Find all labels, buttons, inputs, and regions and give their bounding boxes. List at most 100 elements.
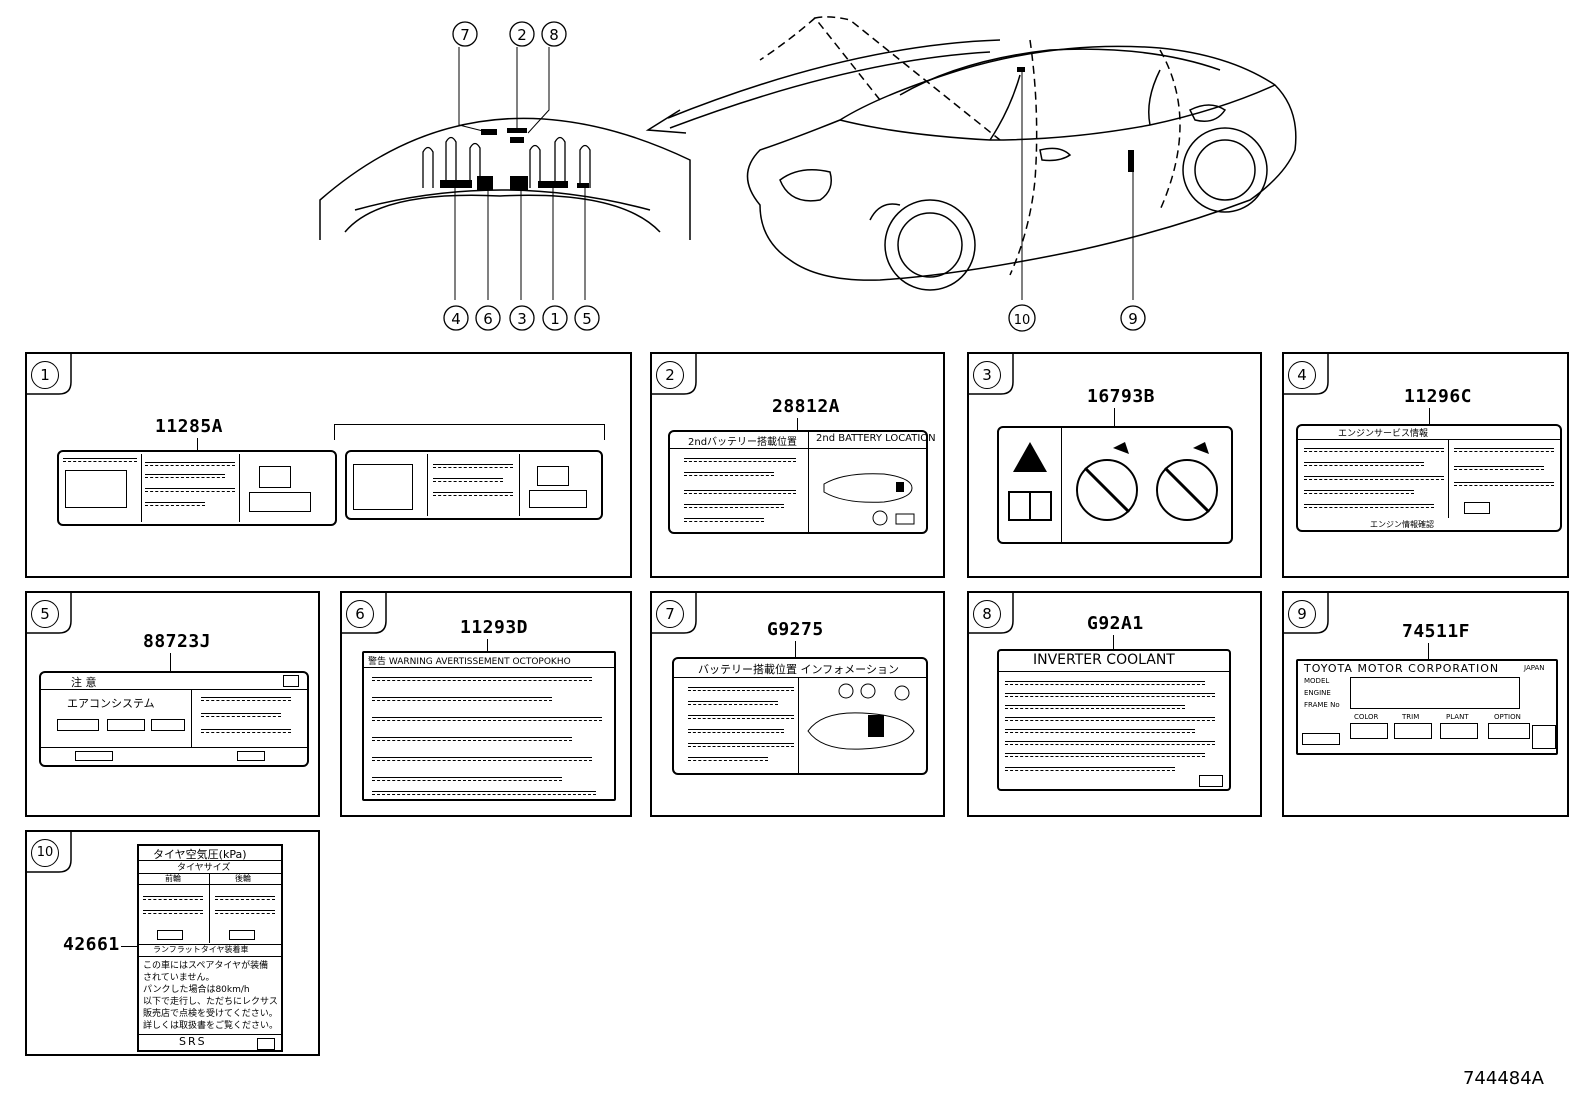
label-title: INVERTER COOLANT: [1033, 652, 1175, 668]
warning-text: 警告 WARNING AVERTISSEMENT OCTOPOKHO: [368, 657, 571, 667]
overview-illustration: 7 2 8 4 6 3 1 5 10 9: [319, 16, 1297, 332]
part-number: 28812A: [772, 396, 841, 417]
label-footer: エンジン情報確認: [1370, 520, 1434, 529]
label-title: タイヤ空気圧(kPa): [153, 848, 247, 861]
label-title: バッテリー搭載位置 インフォメーション: [698, 663, 899, 676]
note-line-1: この車にはスペアタイヤが装備: [143, 961, 269, 971]
srs-text: SRS: [179, 1035, 207, 1048]
label-title-jp: 2ndバッテリー搭載位置: [688, 437, 798, 448]
maker-text: TOYOTA MOTOR CORPORATION: [1304, 662, 1500, 675]
panel-5: 5 88723J 注 意 エアコンシステム: [25, 591, 320, 817]
panel-8: 8 G92A1 INVERTER COOLANT: [967, 591, 1262, 817]
part-number: G9275: [767, 619, 824, 640]
callout-6: 6: [475, 305, 501, 331]
part-number: 42661: [63, 934, 120, 955]
code-trim: TRIM: [1402, 713, 1420, 721]
air-conditioning-label: 注 意 エアコンシステム: [39, 671, 309, 767]
part-number: 74511F: [1402, 621, 1471, 642]
field-model: MODEL: [1304, 677, 1330, 685]
panel-10: 10 42661 タイヤ空気圧(kPa) タイヤサイズ 前輪 後輪 ランフラット…: [25, 830, 320, 1056]
label-illustration-alt: [345, 450, 603, 520]
note-line-5: 販売店で点検を受けてください。: [143, 1009, 278, 1019]
svg-text:9: 9: [1128, 310, 1138, 328]
callout-7: 7: [452, 21, 478, 47]
callout-3: 3: [509, 305, 535, 331]
engine-service-label: エンジンサービス情報 エンジン情報確認: [1296, 424, 1562, 532]
callout-8: 8: [541, 21, 567, 47]
panel-2: 2 28812A 2ndバッテリー搭載位置 2nd BATTERY LOCATI…: [650, 352, 945, 578]
engine-callout-leaders: [454, 47, 586, 300]
runflat-label: ランフラットタイヤ装着車: [153, 945, 249, 954]
panel-1: 1 11285A: [25, 352, 632, 578]
label-illustration: [57, 450, 337, 526]
part-number: 16793B: [1087, 386, 1156, 407]
code-plant: PLANT: [1446, 713, 1469, 721]
svg-text:5: 5: [582, 310, 592, 328]
callout-10: 10: [1008, 304, 1036, 332]
panel-tab: 6: [342, 593, 387, 634]
panel-3: 3 16793B: [967, 352, 1262, 578]
battery-location-label: 2ndバッテリー搭載位置 2nd BATTERY LOCATION: [668, 430, 936, 534]
panel-tab: 8: [969, 593, 1014, 634]
svg-text:1: 1: [550, 310, 560, 328]
note-line-3: パンクした場合は80km/h: [143, 985, 250, 995]
svg-text:2: 2: [517, 26, 527, 44]
panel-number: 7: [656, 600, 684, 628]
field-frame: FRAME No: [1304, 701, 1340, 709]
inverter-coolant-label: INVERTER COOLANT: [997, 649, 1231, 791]
car-illustration: [645, 16, 1297, 291]
note-line-6: 詳しくは取扱書をご覧ください。: [143, 1021, 279, 1031]
svg-text:4: 4: [451, 310, 461, 328]
part-number: 11285A: [155, 416, 224, 437]
panel-number: 6: [346, 600, 374, 628]
part-number: 11296C: [1404, 386, 1473, 407]
no-spray-icons: [1076, 442, 1218, 521]
field-engine: ENGINE: [1304, 689, 1331, 697]
panel-number: 5: [31, 600, 59, 628]
caution-pictogram-label: [997, 426, 1233, 544]
panel-7: 7 G9275 バッテリー搭載位置 インフォメーション: [650, 591, 945, 817]
panel-number: 3: [973, 361, 1001, 389]
panel-9: 9 74511F TOYOTA MOTOR CORPORATION JAPAN …: [1282, 591, 1569, 817]
caution-text: 注 意: [71, 676, 97, 689]
diagram-code: 744484A: [1462, 1068, 1544, 1089]
panel-number: 9: [1288, 600, 1316, 628]
part-number: 11293D: [460, 617, 529, 638]
tire-size: タイヤサイズ: [177, 863, 231, 873]
callout-1: 1: [542, 305, 568, 331]
panel-tab: 4: [1284, 354, 1329, 395]
note-line-2: されていません。: [143, 973, 215, 983]
panel-tab: 5: [27, 593, 72, 634]
label-title-en: 2nd BATTERY LOCATION: [816, 433, 936, 444]
callout-4: 4: [443, 305, 469, 331]
svg-text:3: 3: [517, 310, 527, 328]
part-number: G92A1: [1087, 613, 1144, 634]
panel-tab: 3: [969, 354, 1014, 395]
panel-number: 4: [1288, 361, 1316, 389]
part-number: 88723J: [143, 631, 212, 652]
engine-bay-diagram: [319, 117, 691, 240]
panel-number: 2: [656, 361, 684, 389]
callout-2: 2: [509, 21, 535, 47]
svg-text:10: 10: [1014, 313, 1031, 328]
code-color: COLOR: [1354, 713, 1379, 721]
vin-plate-label: TOYOTA MOTOR CORPORATION JAPAN MODEL ENG…: [1296, 659, 1558, 755]
country-text: JAPAN: [1524, 664, 1545, 672]
system-text: エアコンシステム: [67, 697, 155, 710]
rear-label: 後輪: [235, 874, 251, 883]
panel-number: 10: [31, 839, 59, 867]
code-option: OPTION: [1494, 713, 1521, 721]
panel-tab: 10: [27, 832, 72, 873]
body-callout-leaders: [1021, 72, 1134, 300]
callout-5: 5: [574, 305, 600, 331]
panel-6: 6 11293D 警告 WARNING AVERTISSEMENT OCTOPO…: [340, 591, 632, 817]
panel-tab: 9: [1284, 593, 1329, 634]
tire-pressure-label: タイヤ空気圧(kPa) タイヤサイズ 前輪 後輪 ランフラットタイヤ装着車 この…: [137, 844, 283, 1052]
front-label: 前輪: [165, 874, 181, 883]
panel-4: 4 11296C エンジンサービス情報 エンジン情報確認: [1282, 352, 1569, 578]
battery-info-label: バッテリー搭載位置 インフォメーション: [672, 657, 928, 775]
panel-tab: 2: [652, 354, 697, 395]
note-line-4: 以下で走行し、ただちにレクサス: [143, 997, 278, 1007]
svg-text:7: 7: [460, 26, 470, 44]
panel-tab: 7: [652, 593, 697, 634]
